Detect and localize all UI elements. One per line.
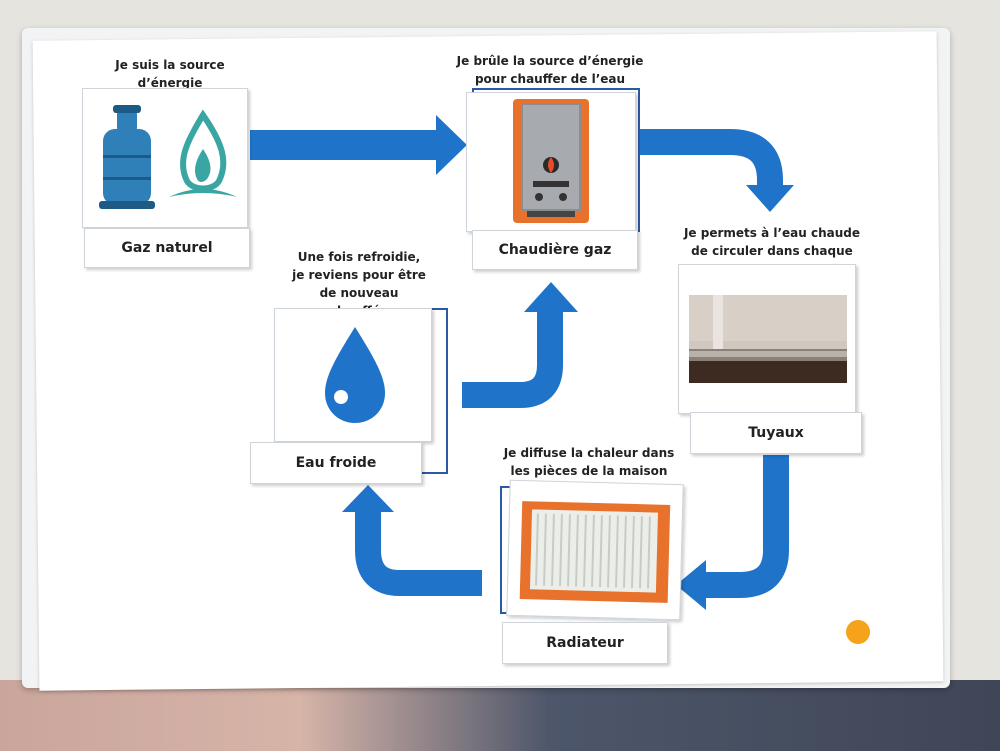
boiler-icon bbox=[513, 99, 589, 223]
caption-radiateur: Je diffuse la chaleur dans les pièces de… bbox=[503, 446, 675, 478]
flame-icon bbox=[169, 109, 237, 197]
background-lap bbox=[0, 680, 1000, 751]
label-gaz: Gaz naturel bbox=[84, 228, 250, 268]
arrow-tuyaux-to-radiateur bbox=[705, 455, 789, 598]
label-eau: Eau froide bbox=[250, 442, 422, 484]
arrow-chaudiere-to-tuyaux-head bbox=[746, 185, 794, 212]
label-chaudiere: Chaudière gaz bbox=[472, 230, 638, 270]
card-radiateur bbox=[506, 479, 684, 621]
label-radiateur: Radiateur bbox=[502, 622, 668, 664]
water-drop-icon bbox=[325, 327, 385, 423]
arrow-chaudiere-to-tuyaux bbox=[638, 129, 783, 186]
orange-dot bbox=[846, 620, 870, 644]
pipe-photo-icon bbox=[689, 295, 847, 383]
caption-eau: Une fois refroidie, je reviens pour être… bbox=[292, 250, 426, 318]
radiator-icon bbox=[519, 501, 671, 603]
label-tuyaux: Tuyaux bbox=[690, 412, 862, 454]
gas-bottle-icon bbox=[99, 105, 155, 209]
arrow-eau-to-chaudiere bbox=[462, 310, 563, 408]
arrow-eau-to-chaudiere-head bbox=[524, 282, 578, 312]
arrow-tuyaux-to-radiateur-head bbox=[676, 560, 706, 610]
card-tuyaux bbox=[678, 264, 856, 414]
arrow-radiateur-to-eau-head bbox=[342, 485, 394, 512]
caption-chaudiere: Je brûle la source d’énergie pour chauff… bbox=[456, 54, 644, 86]
arrow-gaz-to-chaudiere bbox=[250, 115, 467, 175]
card-chaudiere bbox=[466, 92, 636, 232]
caption-tuyaux: Je permets à l’eau chaude de circuler da… bbox=[683, 226, 861, 258]
card-eau bbox=[274, 308, 432, 442]
card-gaz bbox=[82, 88, 248, 228]
arrow-radiateur-to-eau bbox=[355, 510, 482, 596]
caption-gaz: Je suis la source d’énergie bbox=[115, 58, 225, 90]
